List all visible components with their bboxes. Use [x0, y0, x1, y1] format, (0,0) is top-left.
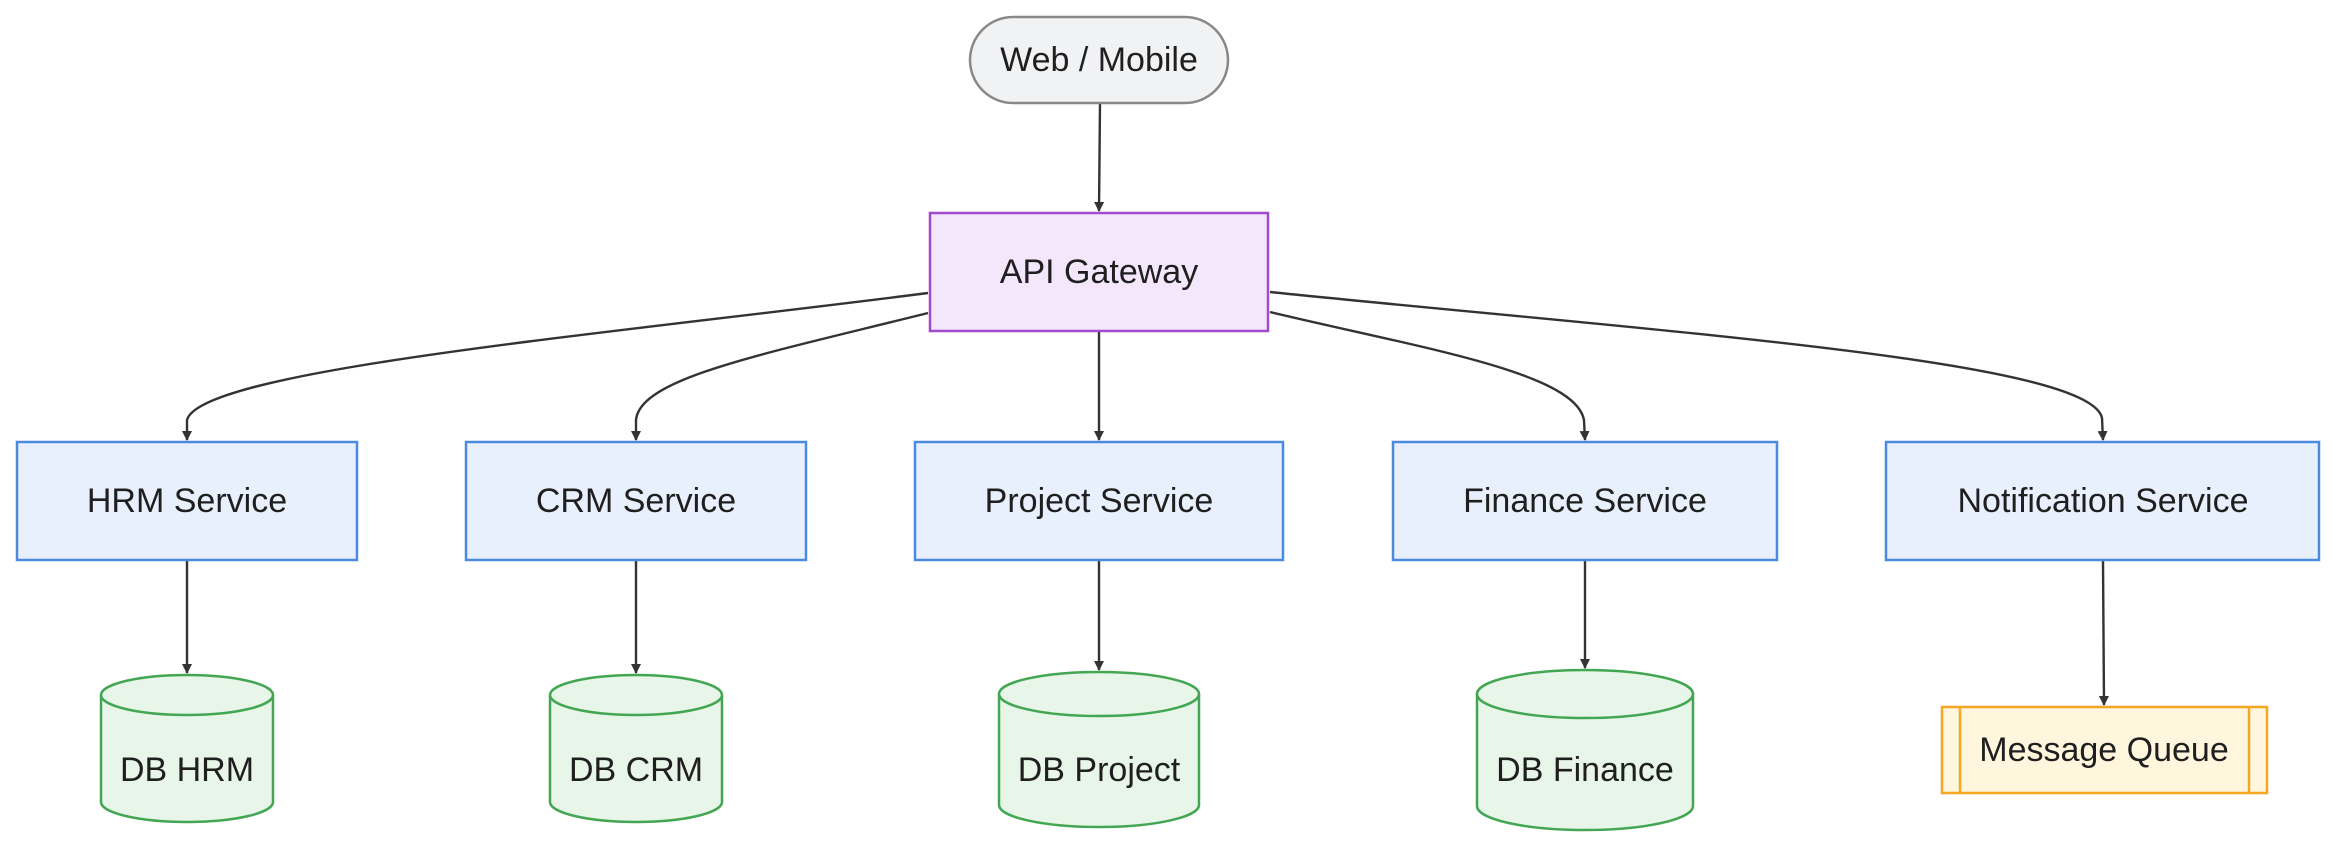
node-gateway: API Gateway — [928, 211, 1270, 333]
crm-service-shape — [464, 440, 808, 562]
crm-service-label: CRM Service — [536, 482, 736, 520]
db-project-label: DB Project — [1018, 751, 1181, 789]
db-project-cylinder-icon — [997, 694, 1201, 829]
db-crm-cylinder-icon — [548, 695, 724, 824]
finance-service-label: Finance Service — [1463, 482, 1707, 520]
db-hrm-label: DB HRM — [120, 751, 254, 789]
notification-service-shape — [1884, 440, 2321, 562]
node-db-hrm: DB HRM — [99, 673, 275, 824]
client-shape — [968, 15, 1230, 105]
notification-service-label: Notification Service — [1957, 482, 2248, 520]
node-crm-service: CRM Service — [464, 440, 808, 562]
edge-notification-queue — [2098, 560, 2109, 706]
client-label: Web / Mobile — [1000, 41, 1198, 79]
edge-gateway-notification — [1269, 290, 2108, 441]
hrm-service-shape — [15, 440, 359, 562]
message-queue-shape — [1940, 705, 2269, 795]
message-queue-label: Message Queue — [1979, 731, 2229, 769]
project-service-label: Project Service — [985, 482, 1214, 520]
finance-service-shape — [1391, 440, 1779, 562]
db-crm-cylinder-top — [548, 673, 724, 717]
node-db-crm: DB CRM — [548, 673, 724, 824]
edge-gateway-hrm — [182, 291, 929, 441]
node-db-finance: DB Finance — [1475, 668, 1695, 832]
node-finance-service: Finance Service — [1391, 440, 1779, 562]
edges — [182, 102, 2109, 706]
gateway-shape — [928, 211, 1270, 333]
stores-row: DB HRM DB CRM DB Project DB Finance Mess… — [99, 668, 2269, 832]
gateway-label: API Gateway — [1000, 253, 1198, 291]
edge-gateway-finance — [1269, 310, 1590, 441]
hrm-service-label: HRM Service — [87, 482, 287, 520]
project-service-shape — [913, 440, 1285, 562]
db-finance-cylinder-top — [1475, 668, 1695, 720]
node-message-queue: Message Queue — [1940, 705, 2269, 795]
node-project-service: Project Service — [913, 440, 1285, 562]
db-finance-label: DB Finance — [1496, 751, 1674, 789]
edge-gateway-crm — [631, 311, 929, 441]
node-hrm-service: HRM Service — [15, 440, 359, 562]
db-crm-label: DB CRM — [569, 751, 703, 789]
db-hrm-cylinder-top — [99, 673, 275, 717]
node-notification-service: Notification Service — [1884, 440, 2321, 562]
db-project-cylinder-top — [997, 670, 1201, 718]
services-row: HRM Service CRM Service Project Service … — [15, 440, 2321, 562]
edge-client-gateway — [1094, 102, 1105, 212]
db-finance-cylinder-icon — [1475, 694, 1695, 832]
node-db-project: DB Project — [997, 670, 1201, 829]
db-hrm-cylinder-icon — [99, 695, 275, 824]
node-client: Web / Mobile — [968, 15, 1230, 105]
